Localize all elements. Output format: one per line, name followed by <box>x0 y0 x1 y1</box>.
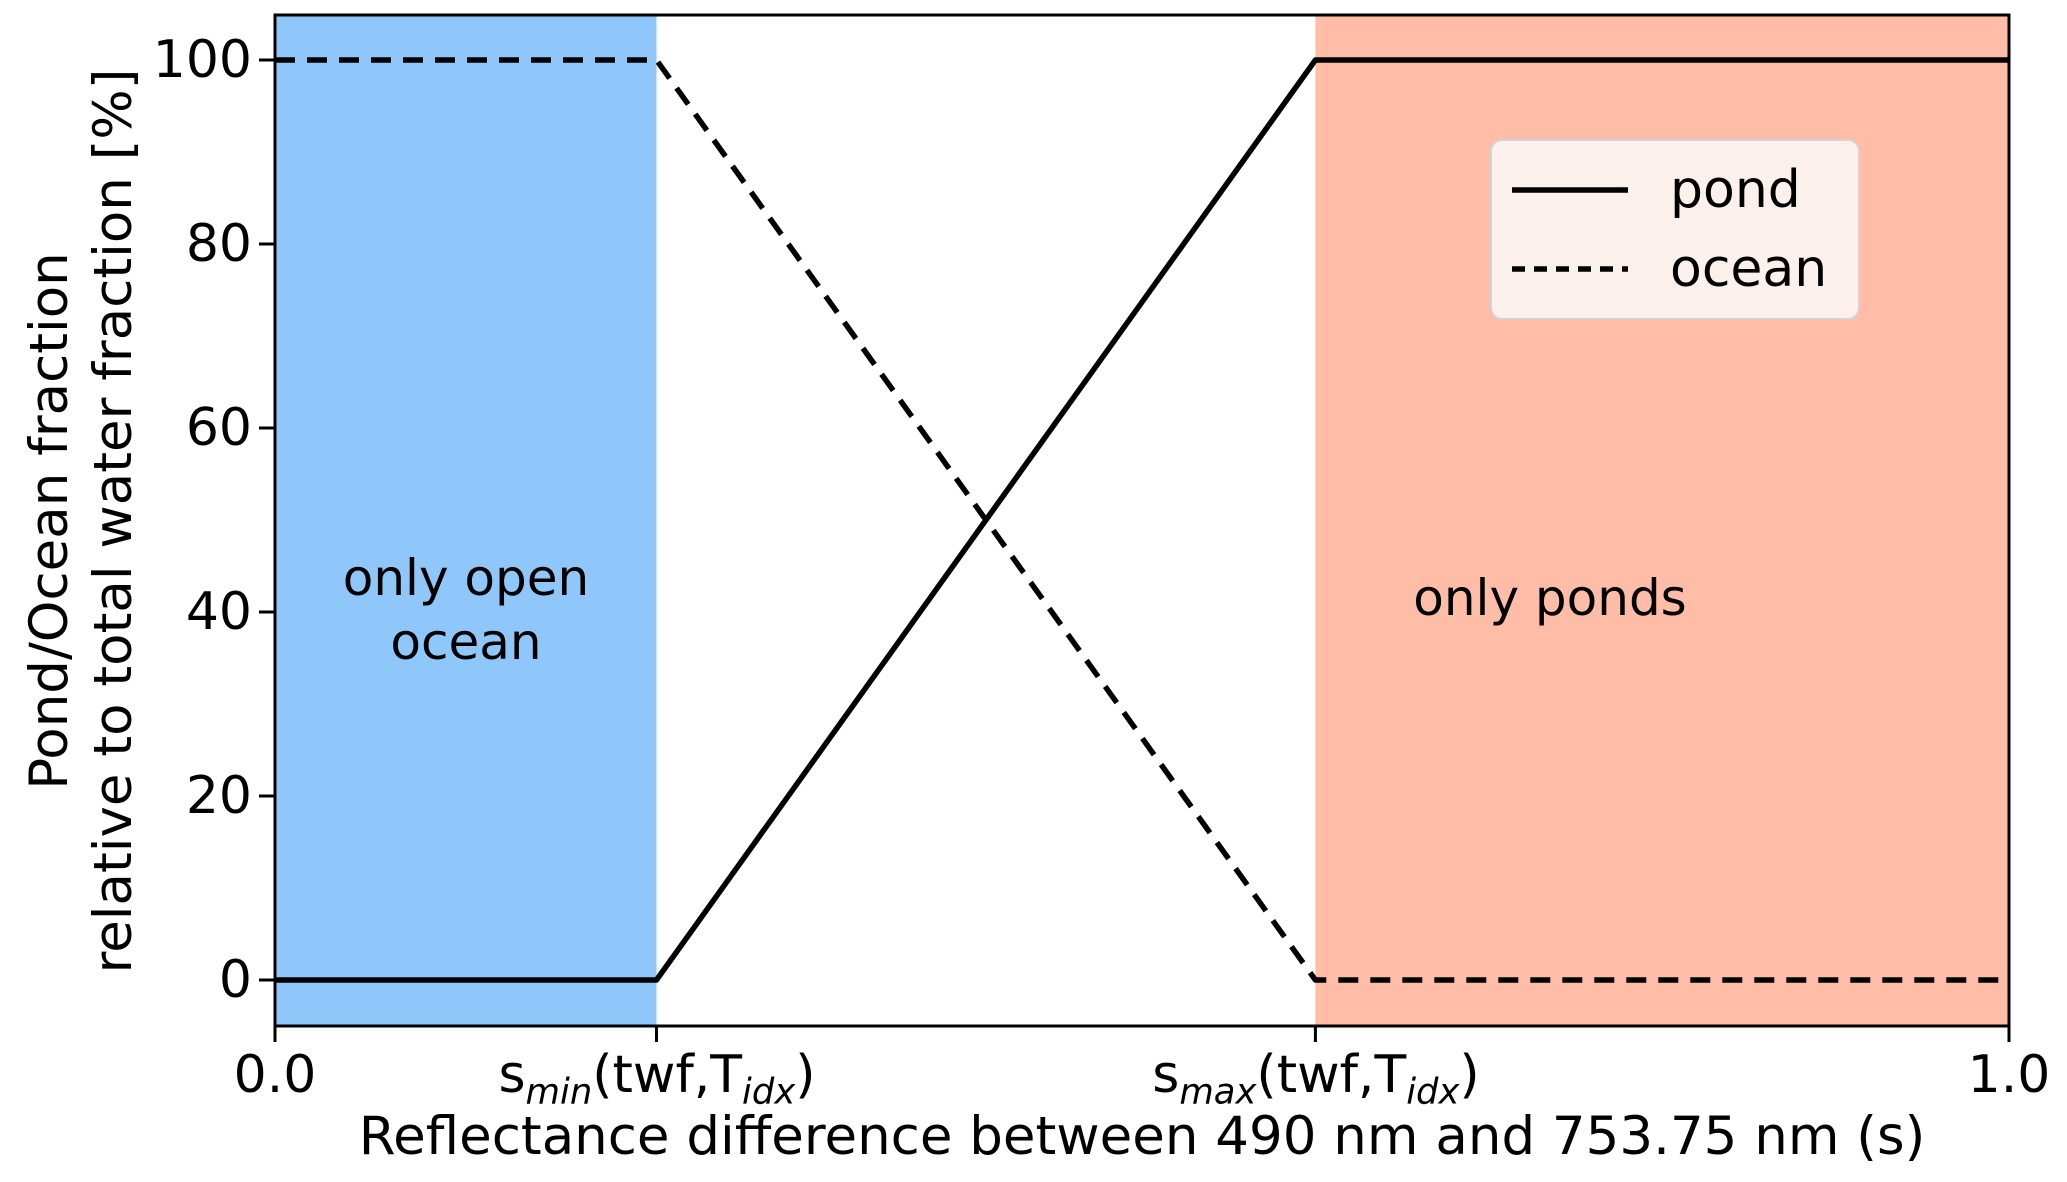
xtick-text: s <box>498 1045 526 1105</box>
axis-ticks <box>259 58 2011 1042</box>
xtick-text: (twf,T <box>1256 1045 1407 1105</box>
x-axis-label: Reflectance difference between 490 nm an… <box>358 1106 1926 1167</box>
xtick-subscript: idx <box>742 1071 796 1113</box>
ytick-label-80: 80 <box>185 214 252 274</box>
xtick-label-1: 1.0 <box>1699 1040 2067 1110</box>
ytick-label-60: 60 <box>185 398 252 458</box>
xtick-label-0: 0.0 <box>0 1040 585 1110</box>
series-line-ocean <box>275 57 2009 983</box>
xtick-subscript: max <box>1179 1071 1257 1113</box>
xtick-text: ) <box>795 1045 816 1105</box>
xtick-subscript: min <box>525 1071 593 1113</box>
series-lines <box>275 57 2009 983</box>
axes-frame <box>273 13 2011 1028</box>
ytick-label-20: 20 <box>185 766 252 826</box>
region-span <box>275 15 657 1026</box>
legend-entry-ocean: ocean <box>1510 233 1858 305</box>
y-axis-label-line2: relative to total water fraction [%] <box>83 68 144 974</box>
region-label-only-ponds: only ponds <box>1413 569 1687 627</box>
xtick-subscript: idx <box>1406 1071 1460 1113</box>
ytick-label-40: 40 <box>185 582 252 642</box>
xtick-label-smax: smax(twf,Tidx) <box>1006 1040 1626 1110</box>
y-axis-label-line1: Pond/Ocean fraction <box>19 252 80 790</box>
xtick-text: ) <box>1459 1045 1480 1105</box>
dashed-line-sample-icon <box>1512 266 1628 272</box>
legend-label-ocean: ocean <box>1670 239 1828 299</box>
legend-entry-pond: pond <box>1510 154 1858 226</box>
solid-line-sample-icon <box>1512 187 1628 193</box>
legend: pond ocean <box>1490 139 1860 320</box>
region-label-open-ocean-line1: only open <box>342 549 590 607</box>
xtick-text: 0.0 <box>233 1045 317 1105</box>
xtick-text: (twf,T <box>592 1045 743 1105</box>
region-label-open-ocean-line2: ocean <box>390 613 542 671</box>
region-label-open-ocean: only open ocean <box>343 546 589 674</box>
xtick-label-smin: smin(twf,Tidx) <box>347 1040 967 1110</box>
legend-label-pond: pond <box>1670 160 1801 220</box>
xtick-text: 1.0 <box>1967 1045 2051 1105</box>
ytick-label-0: 0 <box>218 950 252 1010</box>
xtick-text: s <box>1152 1045 1180 1105</box>
ytick-label-100: 100 <box>152 30 252 90</box>
